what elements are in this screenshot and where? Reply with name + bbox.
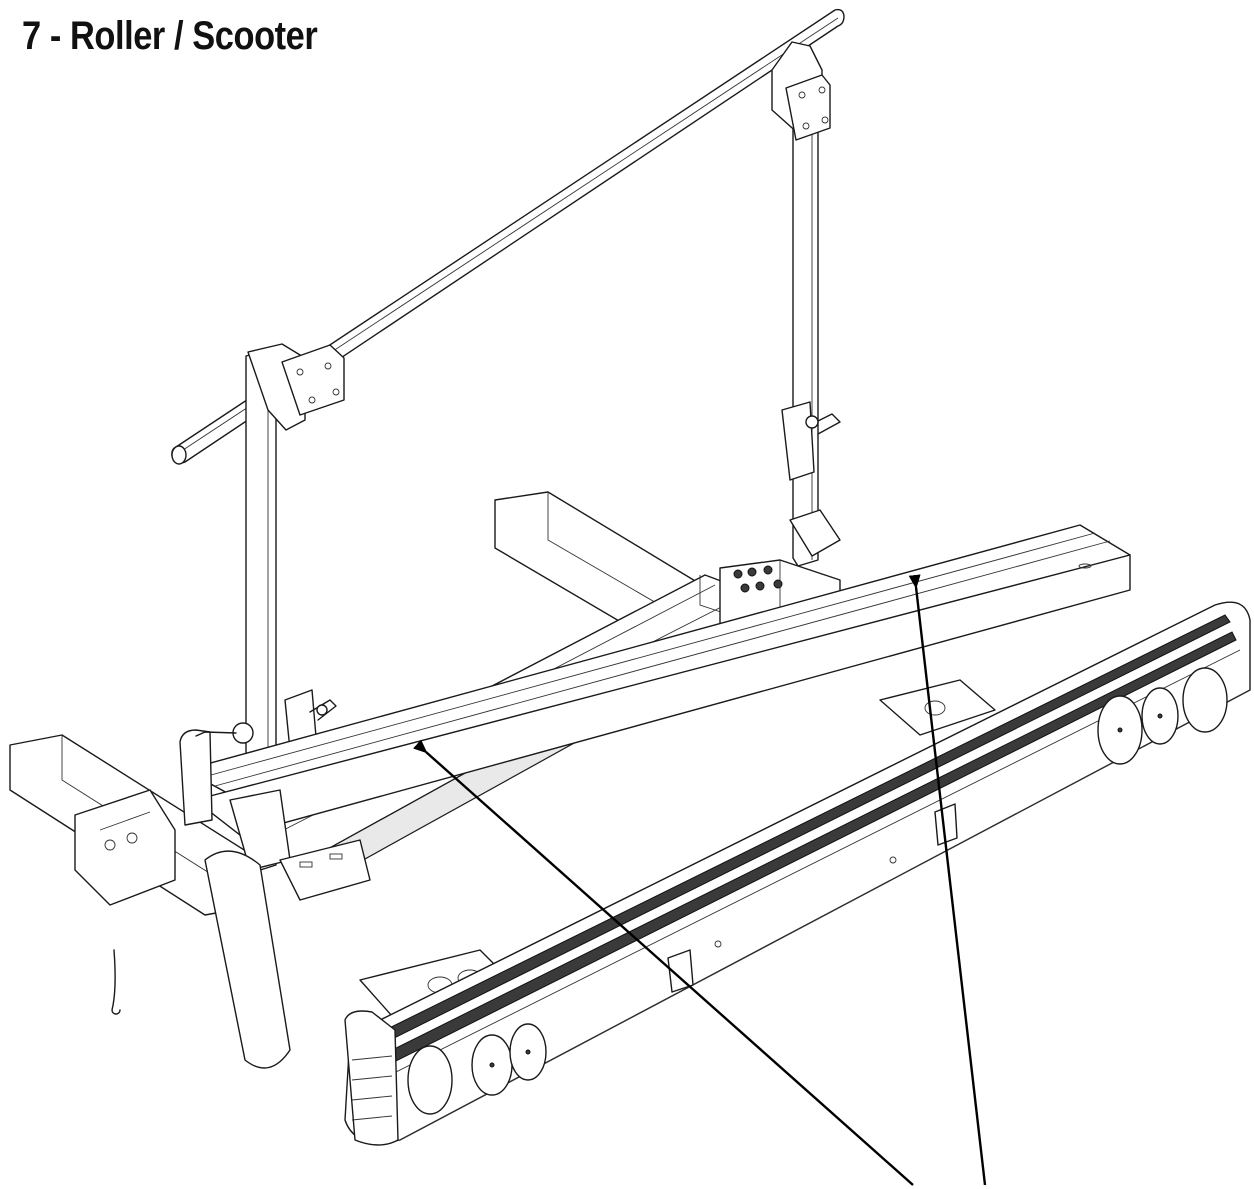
left-lamp-cluster bbox=[407, 1023, 547, 1115]
right-upright-post bbox=[771, 41, 841, 567]
right-lamp-cluster bbox=[1097, 667, 1228, 765]
arrow-channel-rail bbox=[908, 574, 987, 1186]
pointer-arrows bbox=[413, 574, 987, 1186]
arrow-front-rail bbox=[413, 739, 914, 1186]
left-mount-assembly bbox=[74, 722, 371, 1069]
page-title: 7 - Roller / Scooter bbox=[22, 14, 318, 58]
tail-light-bar bbox=[344, 601, 1251, 1146]
